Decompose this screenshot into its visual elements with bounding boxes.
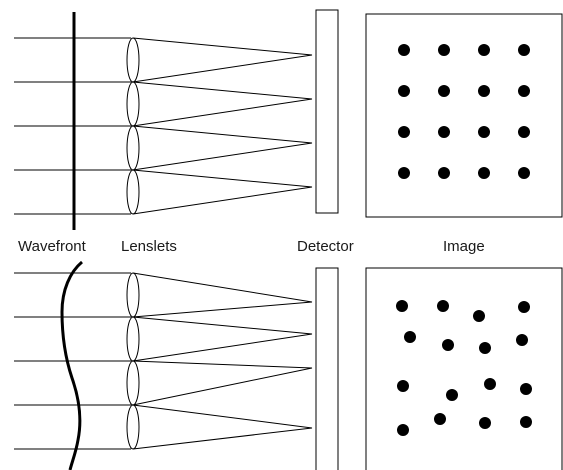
bottom-spot <box>396 300 408 312</box>
bottom-spot <box>446 389 458 401</box>
bottom-spot <box>404 331 416 343</box>
top-focus-cones <box>132 37 313 215</box>
bottom-detector <box>315 267 339 470</box>
top-spot <box>518 126 530 138</box>
top-spot <box>518 44 530 56</box>
top-spot <box>398 167 410 179</box>
top-spot <box>478 85 490 97</box>
bottom-incoming-rays <box>14 272 131 450</box>
label-lenslets: Lenslets <box>121 238 177 255</box>
label-wavefront: Wavefront <box>18 238 87 255</box>
bottom-cone-4 <box>132 404 313 450</box>
bottom-spot <box>479 342 491 354</box>
label-image: Image <box>443 238 485 255</box>
labels: Wavefront Lenslets Detector Image <box>18 238 485 255</box>
top-image-frame <box>365 13 563 218</box>
bottom-lenslet-1 <box>126 272 140 318</box>
bottom-spot <box>484 378 496 390</box>
bottom-spot <box>479 417 491 429</box>
top-spot-grid <box>398 44 530 179</box>
bottom-cone-3 <box>132 360 313 406</box>
bottom-spot <box>518 301 530 313</box>
top-panel <box>14 9 563 218</box>
bottom-spot <box>442 339 454 351</box>
top-spot <box>438 126 450 138</box>
top-lenslet-4 <box>126 169 140 215</box>
top-cone-4 <box>132 169 313 215</box>
top-lenslet-1 <box>126 37 140 83</box>
bottom-panel <box>14 267 563 470</box>
bottom-cone-2 <box>132 316 313 362</box>
bottom-image-frame <box>365 267 563 470</box>
top-spot <box>518 85 530 97</box>
bottom-lenslet-3 <box>126 360 140 406</box>
top-spot <box>398 44 410 56</box>
bottom-wavefront-aberrated <box>60 260 84 470</box>
top-spot <box>438 167 450 179</box>
top-spot <box>438 85 450 97</box>
bottom-spot <box>516 334 528 346</box>
bottom-spot <box>473 310 485 322</box>
bottom-lenslet-2 <box>126 316 140 362</box>
top-spot <box>478 44 490 56</box>
top-spot <box>398 85 410 97</box>
top-cone-1 <box>132 37 313 83</box>
bottom-focus-cones <box>132 272 313 450</box>
top-lenslet-2 <box>126 81 140 127</box>
top-cone-3 <box>132 125 313 171</box>
bottom-lenslet-4 <box>126 404 140 450</box>
bottom-spot <box>397 380 409 392</box>
bottom-spot <box>397 424 409 436</box>
top-spot <box>398 126 410 138</box>
bottom-spot <box>434 413 446 425</box>
top-spot <box>438 44 450 56</box>
label-detector: Detector <box>297 238 354 255</box>
top-spot <box>518 167 530 179</box>
top-spot <box>478 126 490 138</box>
bottom-spot <box>520 416 532 428</box>
top-detector <box>315 9 339 214</box>
top-spot <box>478 167 490 179</box>
top-cone-2 <box>132 81 313 127</box>
bottom-cone-1 <box>132 272 313 318</box>
bottom-spot <box>520 383 532 395</box>
bottom-spot <box>437 300 449 312</box>
top-lenslet-3 <box>126 125 140 171</box>
bottom-spot-pattern <box>396 300 532 436</box>
